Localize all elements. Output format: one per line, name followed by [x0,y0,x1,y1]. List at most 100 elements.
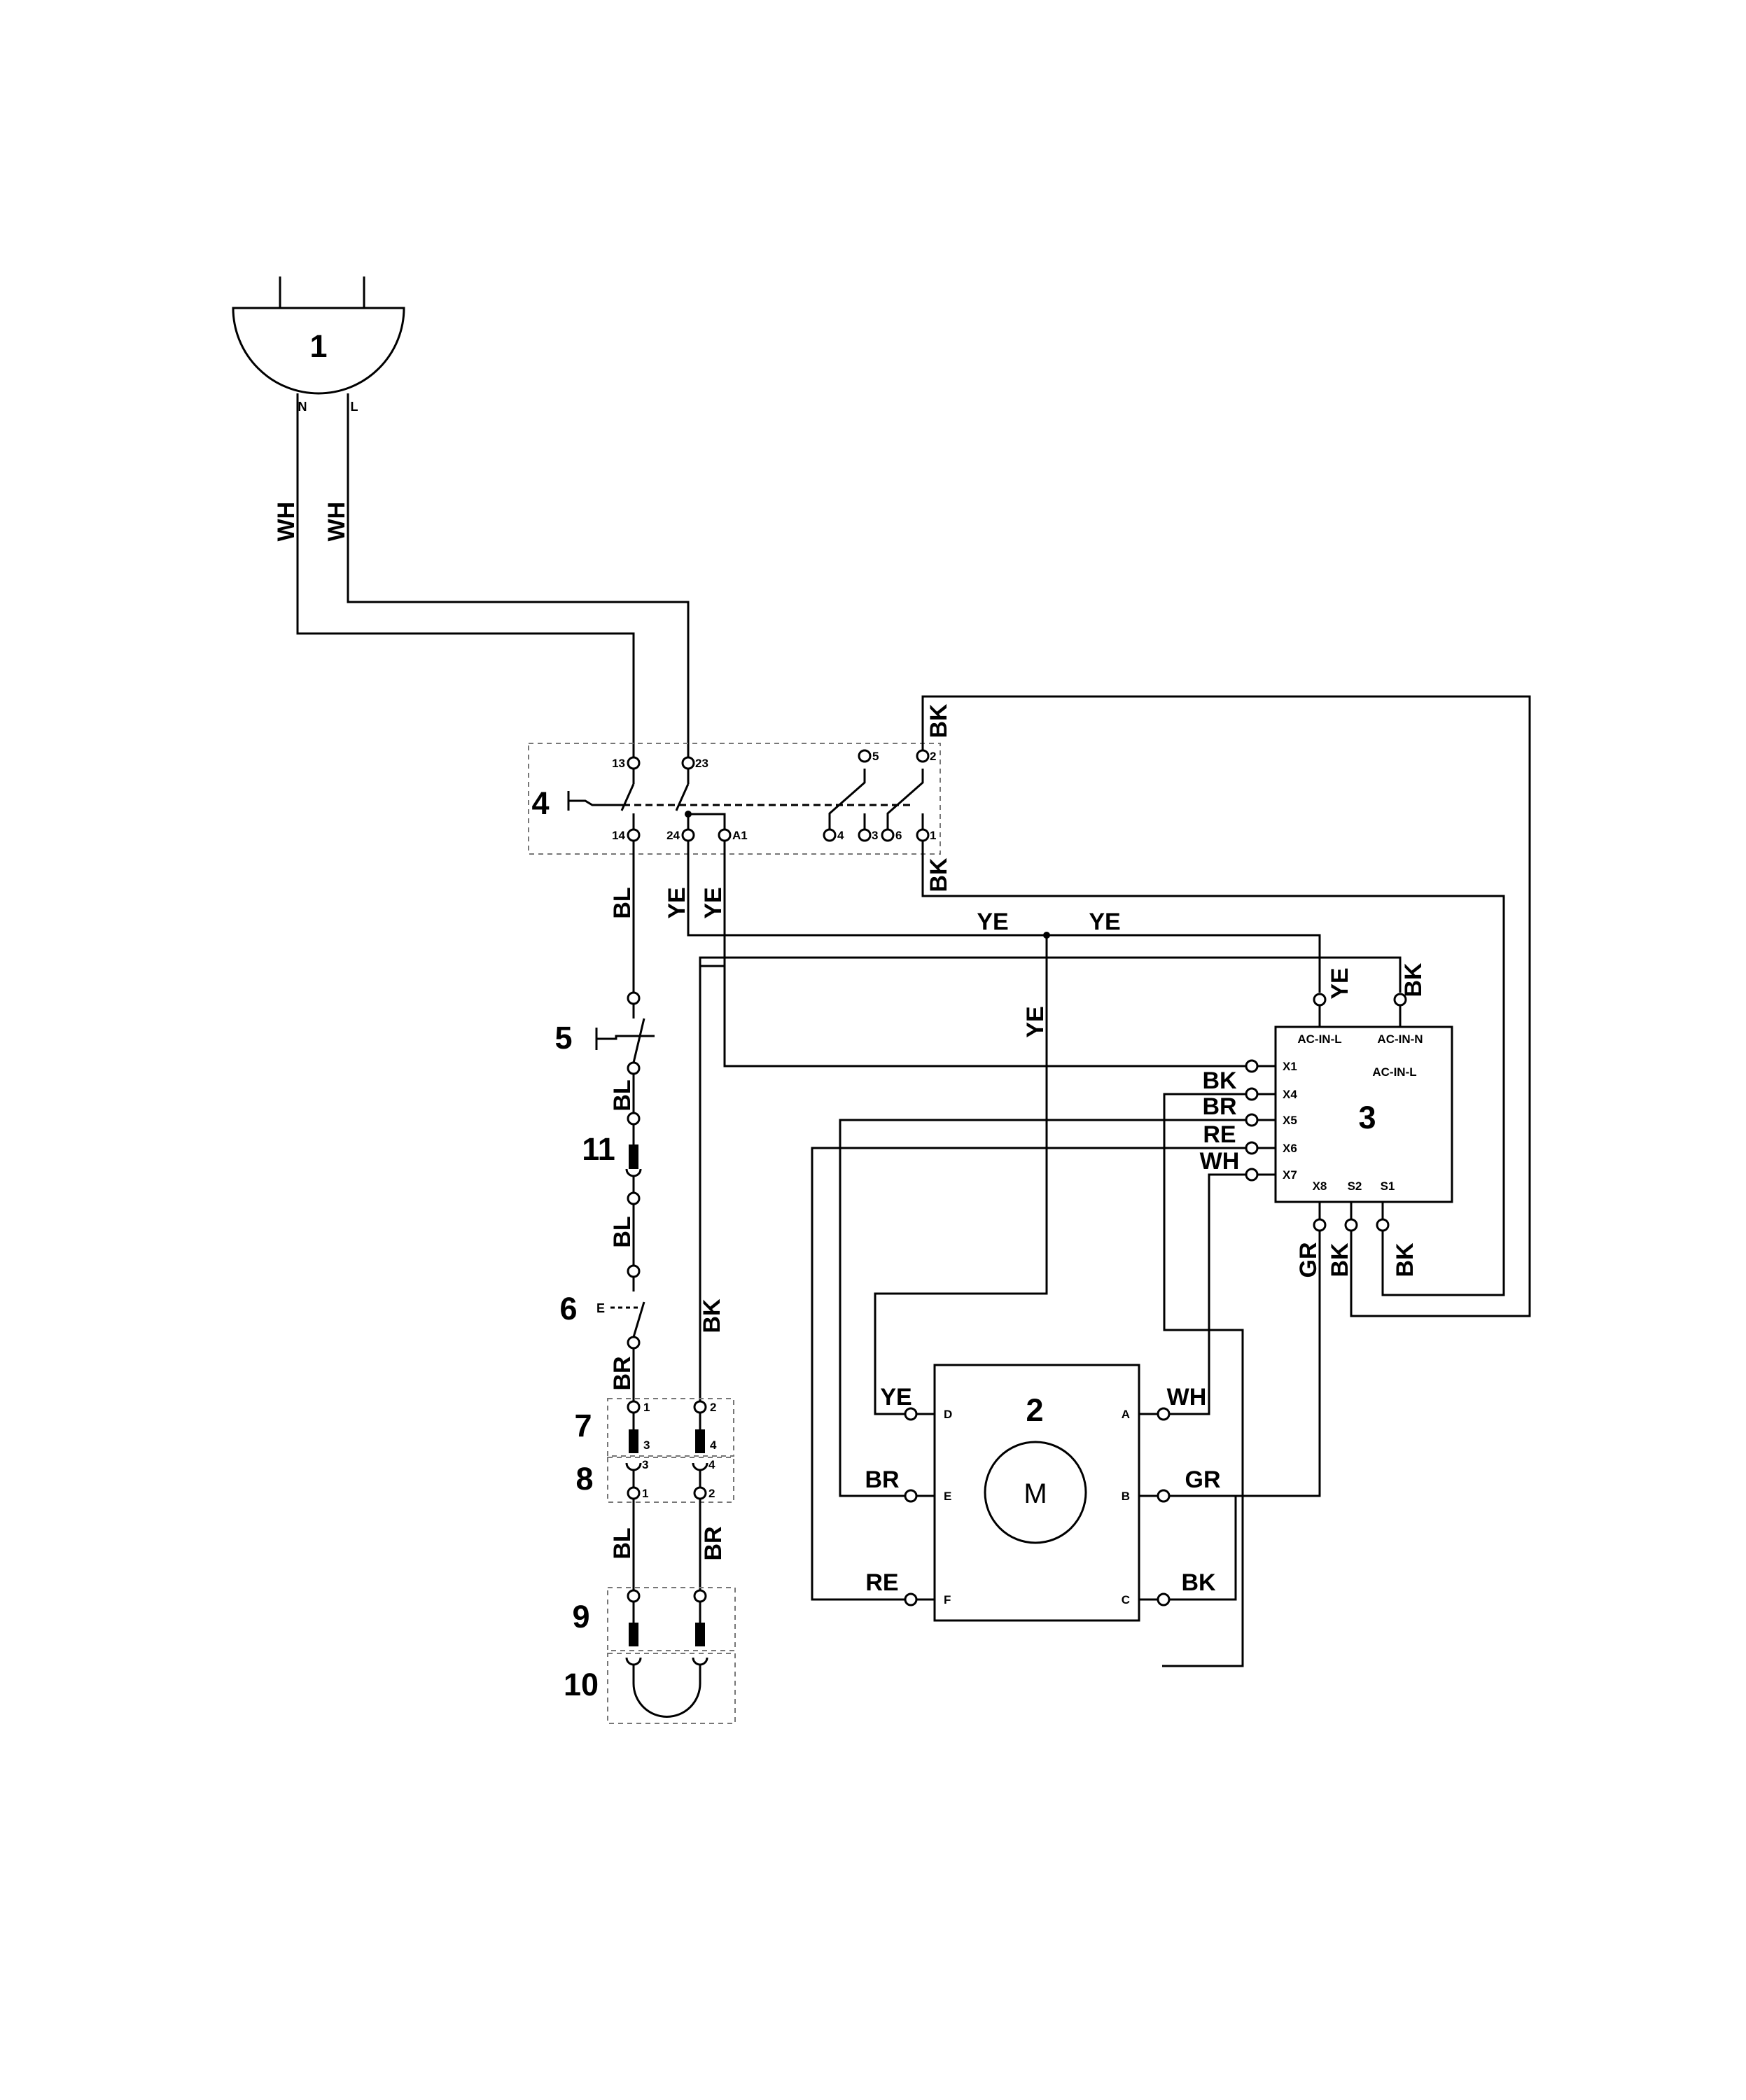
c8-p2: 2 [708,1487,715,1500]
wire-x5 [839,1119,1246,1497]
wire-ye-motor [874,935,1048,1415]
sw4-t5: 5 [872,750,879,763]
motor-label: 2 [1026,1392,1043,1428]
switch-6-mark: E [596,1301,605,1315]
wire-label-bl-4: BL [609,1527,636,1559]
wire-label-ye-d: YE [880,1384,912,1410]
ctrl-x8: X8 [1313,1180,1327,1193]
c8-p1: 1 [642,1487,648,1500]
connector-10: 10 [564,1653,736,1724]
motor-a: A [1122,1408,1130,1421]
controller-label: 3 [1358,1100,1376,1135]
connector-8-label: 8 [575,1461,593,1497]
wire-label-ye-down: YE [1022,1006,1049,1037]
main-switch: 4 13 23 5 2 14 24 A1 4 3 [528,743,941,855]
ctrl-s1: S1 [1381,1180,1395,1193]
wire-label-br-e: BR [865,1466,899,1493]
wire-label-bk-s1: BK [1392,1242,1418,1278]
sw4-t3: 3 [872,829,878,842]
sw4-t4: 4 [837,829,844,842]
connector-11: 11 [582,1112,642,1194]
wire-x7 [1162,1173,1246,1415]
wire-label-br-1: BR [609,1356,636,1390]
wire-label-ye-24: YE [664,887,690,918]
sw4-t13: 13 [612,757,625,770]
wire-label-bk-a1: BK [699,1298,725,1334]
ctrl-x5: X5 [1283,1114,1297,1127]
wire-x6 [811,1147,1246,1601]
wire-label-wh-a: WH [1167,1384,1207,1410]
connector-7-label: 7 [574,1408,592,1443]
wire-label-bk-x4: BK [1202,1068,1237,1094]
wire-label-br-x5: BR [1202,1093,1236,1120]
connector-9-label: 9 [572,1599,589,1634]
wire-label-wh-1: WH [273,502,300,542]
ctrl-x4: X4 [1283,1088,1297,1101]
plug: 1 N L [232,276,405,414]
sw4-t1: 1 [930,829,936,842]
motor-c: C [1122,1593,1130,1606]
plug-label: 1 [309,328,327,364]
connector-9: 9 [572,1587,736,1651]
ctrl-s2: S2 [1348,1180,1362,1193]
wire-label-bl-1: BL [609,887,636,918]
wire-bk-loop-inner [921,841,1505,1296]
wire-label-bk-acin: BK [1400,962,1427,997]
main-switch-label: 4 [531,785,549,821]
motor-e: E [944,1490,951,1503]
switch-5: 5 [554,991,655,1075]
sw4-t14: 14 [612,829,625,842]
c7-p3: 3 [643,1438,650,1452]
ctrl-ac-in-n: AC-IN-N [1377,1032,1423,1046]
motor-symbol: M [1024,1478,1047,1509]
motor-b: B [1122,1490,1130,1503]
ctrl-ac-in-l2: AC-IN-L [1372,1065,1416,1079]
wire-bk-loop-outer [921,695,1531,1317]
wire-ye-24 [687,841,1321,993]
sw4-t2: 2 [930,750,936,763]
c8-p4: 4 [708,1458,715,1471]
wire-label-re-f: RE [865,1569,898,1596]
wire-x8 [1162,1231,1321,1497]
c7-p1: 1 [643,1401,650,1414]
wire-x1 [723,935,1246,1068]
wire-bk-acin [699,956,1402,993]
wire-label-wh-x7: WH [1200,1148,1240,1175]
sw4-t24: 24 [666,829,680,842]
ctrl-x6: X6 [1283,1142,1297,1155]
switch-5-label: 5 [554,1020,572,1056]
motor: 2 M D E F A B C [904,1364,1171,1622]
plug-l-label: L [351,400,358,414]
wire-label-ye-bus-1: YE [977,909,1008,935]
switch-6: E 6 [559,1264,645,1350]
wire-label-bk-top: BK [926,704,952,738]
sw4-t6: 6 [895,829,902,842]
motor-d: D [944,1408,952,1421]
wire-label-re-x6: RE [1203,1121,1236,1148]
wire-label-ye-a1: YE [700,887,727,918]
wire-label-br-2: BR [700,1526,727,1560]
wire-label-gr-x8: GR [1295,1242,1322,1278]
wire-x4 [1162,1093,1246,1667]
controller: 3 AC-IN-L AC-IN-N AC-IN-L X1 X4 X5 X6 X7… [1245,993,1453,1232]
wire-label-bl-3: BL [609,1216,636,1247]
ctrl-ac-in-l: AC-IN-L [1297,1032,1341,1046]
connector-7: 7 1 2 3 4 [574,1398,734,1457]
wire-label-bk-sw1: BK [926,858,952,892]
wire-label-wh-2: WH [323,502,350,542]
wire-label-gr-b: GR [1185,1466,1221,1493]
c7-p4: 4 [710,1438,717,1452]
sw4-t23: 23 [695,757,708,770]
wire-neutral [296,393,635,762]
ctrl-x7: X7 [1283,1168,1297,1182]
c8-p3: 3 [642,1458,648,1471]
wire-label-bl-2: BL [609,1079,636,1111]
motor-f: F [944,1593,951,1606]
connector-11-label: 11 [582,1131,615,1167]
connector-8: 8 3 4 1 2 [575,1457,734,1503]
wire-label-bk-s2: BK [1327,1242,1353,1278]
switch-6-label: 6 [559,1291,577,1326]
ctrl-x1: X1 [1283,1060,1297,1073]
c7-p2: 2 [710,1401,716,1414]
wire-label-bk-c: BK [1181,1569,1216,1596]
